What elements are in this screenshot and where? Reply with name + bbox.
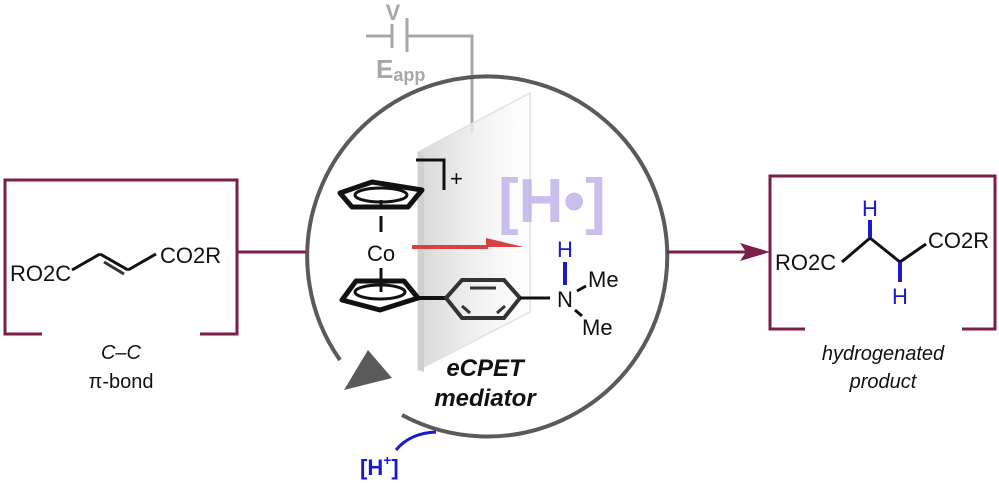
substrate-label-line2: π-bond — [89, 371, 154, 393]
product-bracket — [768, 174, 997, 331]
substrate-bracket — [3, 178, 239, 336]
cobaltocene — [337, 158, 587, 320]
nh-hydrogen-label: H — [557, 237, 573, 262]
methyl-label-2: Me — [582, 315, 613, 340]
electron-transfer-arrowhead — [486, 238, 524, 247]
electrode-circuit — [366, 18, 474, 132]
applied-potential-label: Eapp — [376, 54, 425, 85]
catalytic-cycle-circle — [305, 74, 670, 439]
proton-release-arrow — [394, 430, 437, 451]
hydrogen-atom-radical: [H•] — [498, 167, 606, 236]
cobalt-label: Co — [367, 241, 395, 266]
product-label-line2: product — [849, 371, 918, 393]
methyl-label-1: Me — [588, 267, 619, 292]
alkane-bonds — [841, 236, 927, 264]
product-hydrogen-top: H — [862, 196, 878, 221]
product-arrowhead — [740, 243, 770, 261]
voltage-label: V — [386, 0, 401, 25]
substrate-left-group: RO2C — [10, 261, 71, 286]
substrate-right-group: CO2R — [160, 243, 221, 268]
mediator-label-line2: mediator — [434, 385, 537, 412]
product-hydrogen-bottom: H — [892, 284, 908, 309]
nitrogen-label: N — [557, 287, 573, 312]
proton-label: [H+] — [360, 452, 399, 480]
product-right-group: CO2R — [928, 228, 989, 253]
mediator-label-line1: eCPET — [446, 355, 526, 382]
product-label-line1: hydrogenated — [822, 343, 945, 365]
product-left-group: RO2C — [775, 250, 836, 275]
charge-label: + — [450, 166, 463, 191]
substrate-label-line1: C–C — [101, 342, 142, 364]
alkene-bonds — [71, 252, 157, 276]
cycle-arrowhead — [344, 350, 392, 390]
electrode-plate-edge — [418, 152, 424, 372]
